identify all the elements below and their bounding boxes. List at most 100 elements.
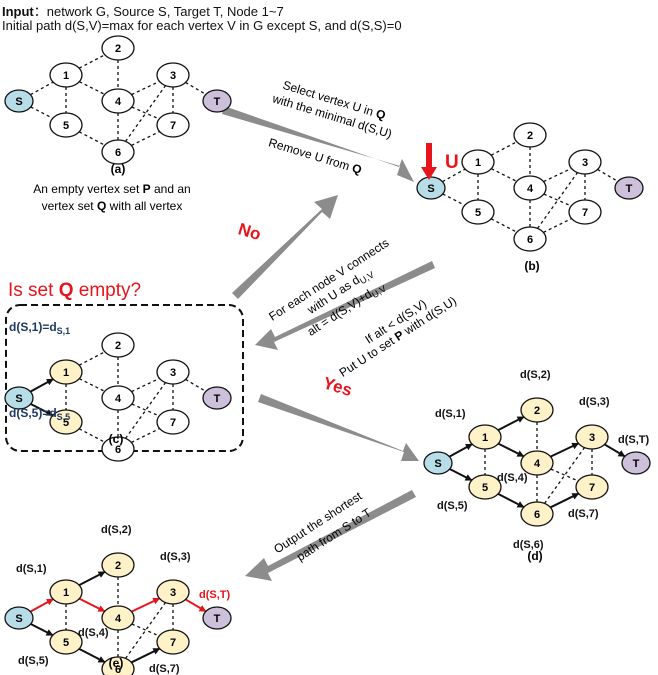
node-label-n7: 7 [170,637,176,649]
dist-label-n7: d(S,7) [568,508,599,520]
dist-label-n4: d(S,4) [78,627,109,639]
edge-n6-n7 [543,217,572,234]
panel-e-label: (e) [109,656,124,670]
edge-n4-n3 [131,597,161,613]
edge-s-n5 [442,193,466,206]
node-label-n2: 2 [534,405,540,417]
output-arrow [245,490,416,581]
node-n1 [461,149,495,175]
node-n3 [156,359,190,385]
node-label-n4: 4 [115,393,122,405]
yes-arrow [258,394,419,461]
dist-label-n5: d(S,5) [437,500,468,512]
edge-n1-n4 [497,442,525,458]
node-label-n1: 1 [63,367,69,379]
node-label-n2: 2 [115,43,121,55]
dist-label-n1: d(S,1) [16,563,47,575]
node-label-n3: 3 [589,432,595,444]
dist-label-n1: d(S,1) [435,408,466,420]
no-arrow [232,195,338,299]
edge-n6-n7 [549,492,580,509]
node-label-n6: 6 [115,664,121,675]
node-n5 [49,629,83,655]
node-n4 [101,385,135,411]
node-n1 [49,359,83,385]
node-n6 [101,436,135,462]
edge-n5-n6 [78,131,106,146]
edge-n3-t [597,168,619,182]
edge-s-n1 [29,378,54,393]
node-n7 [156,629,190,655]
panel-d-label: (d) [527,549,542,563]
node-n4 [513,175,547,201]
dist-label-n3: d(S,3) [579,396,610,408]
node-n1 [49,62,83,88]
decision-question: Is set Q empty? [8,280,141,301]
u-pointer-arrow [421,143,437,180]
edge-n1-n4 [78,597,106,613]
edge-n4-n3 [131,377,160,393]
node-n1 [468,424,502,450]
dist-label-n5: d(S,5) [18,655,49,667]
node-label-n2: 2 [527,130,533,142]
edge-n1-n4 [491,168,517,182]
edge-n1-n4 [79,81,105,95]
node-n3 [575,424,609,450]
dist-label-t: d(S,T) [199,589,230,601]
panel-c-d1: d(S,1)=dS,1 [9,320,70,336]
node-label-n3: 3 [582,157,588,169]
node-n3 [156,62,190,88]
node-label-n3: 3 [170,367,176,379]
node-s [4,386,34,410]
input-text: network G, Source S, Target T, Node 1~7 [46,4,284,19]
node-n5 [49,112,83,138]
node-label-n7: 7 [589,482,595,494]
panel-c-label: (c) [109,432,124,446]
node-label-n3: 3 [170,70,176,82]
edge-n4-n7 [543,193,572,207]
node-s [4,89,34,113]
edge-s-n5 [30,623,54,637]
edge-n3-t [185,81,207,95]
input-sep: ： [33,4,47,19]
node-label-s: S [15,393,22,405]
panel-a-desc-line2: vertex set Q with all vertex [42,199,183,213]
node-t [202,386,232,410]
edge-n5-n6 [78,647,106,664]
node-n6 [513,226,547,252]
node-t [202,89,232,113]
node-n3 [568,149,602,175]
edge-n4-n7 [131,623,160,637]
node-n2 [520,397,554,423]
edge-n1-n2 [78,351,106,366]
node-label-n2: 2 [115,340,121,352]
node-label-n6: 6 [115,147,121,159]
node-n6 [101,139,135,165]
node-n3 [156,579,190,605]
node-label-n5: 5 [482,482,488,494]
dist-label-n2: d(S,2) [101,524,132,536]
node-s [423,451,453,475]
node-n6 [101,656,135,675]
panel-e-graph: S1254637Td(S,1)d(S,2)d(S,3)d(S,4)d(S,5)d… [4,524,232,675]
node-n4 [101,605,135,631]
node-label-n6: 6 [534,509,540,521]
panel-d-graph: S1254637Td(S,1)d(S,2)d(S,3)d(S,4)d(S,5)d… [423,369,651,551]
node-s [4,606,34,630]
edge-n3-t [185,378,207,392]
edge-n6-n7 [131,130,160,147]
node-n2 [101,332,135,358]
node-t [614,176,644,200]
dist-label-n6: d(S,6) [513,539,544,551]
edge-s-n5 [30,106,54,119]
node-n7 [575,474,609,500]
node-n4 [520,450,554,476]
edge-n6-n7 [130,647,161,664]
node-label-n1: 1 [475,157,481,169]
node-n5 [461,199,495,225]
